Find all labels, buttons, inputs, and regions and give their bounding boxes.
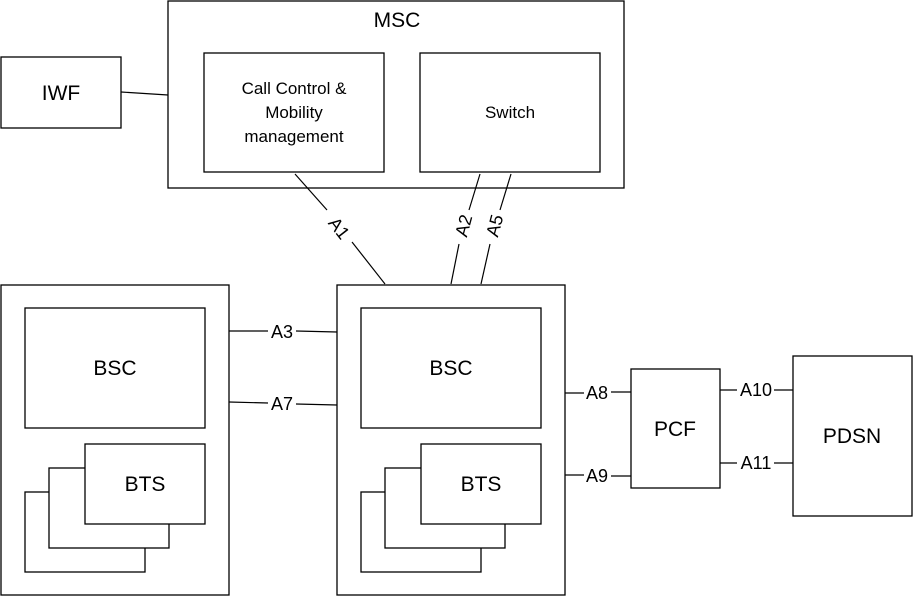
a5-label: A5 (482, 212, 507, 238)
center-bts-label: BTS (461, 473, 502, 496)
a5-link-upper (499, 173, 512, 211)
msc-node: MSC Call Control & Mobility management S… (167, 0, 625, 189)
call-control-label-line2: Mobility (265, 103, 323, 122)
a10-label: A10 (740, 380, 772, 400)
pcf-label: PCF (654, 418, 696, 441)
iwf-node: IWF (0, 56, 122, 129)
a1-link-upper (294, 173, 328, 211)
a2-label: A2 (451, 212, 476, 238)
a7-label: A7 (271, 394, 293, 414)
call-control-label-line1: Call Control & (242, 79, 348, 98)
a2-link-upper (468, 173, 481, 211)
call-control-label-line3: management (244, 127, 344, 146)
a7-link-right (295, 403, 338, 406)
left-bsc-label: BSC (93, 357, 136, 380)
pcf-node: PCF (630, 368, 721, 489)
iwf-msc-link (120, 91, 169, 96)
left-bts-box-front (84, 443, 206, 525)
a1-link-lower (351, 241, 386, 285)
a5-link-lower (480, 243, 491, 285)
a2-link-lower (450, 243, 460, 285)
a11-label: A11 (741, 453, 772, 473)
switch-label: Switch (485, 103, 535, 122)
center-bsc-label: BSC (429, 357, 472, 380)
iwf-box (0, 56, 122, 129)
switch-box (419, 52, 601, 173)
left-bts-label: BTS (125, 473, 166, 496)
call-control-box (203, 52, 385, 173)
a3-label: A3 (271, 322, 293, 342)
a1-label: A1 (324, 213, 353, 243)
center-bsc-box (360, 307, 542, 429)
a8-label: A8 (586, 383, 608, 403)
msc-title: MSC (374, 9, 421, 32)
iwf-label: IWF (42, 82, 80, 105)
left-bsc-box (24, 307, 206, 429)
pcf-box (630, 368, 721, 489)
pdsn-node: PDSN (792, 355, 913, 517)
pdsn-label: PDSN (823, 425, 881, 448)
a3-link-right (295, 330, 338, 333)
a9-label: A9 (586, 466, 608, 486)
left-base-station: BSC BTS (0, 284, 230, 596)
center-bts-box-front (420, 443, 542, 525)
pdsn-box (792, 355, 913, 517)
a7-link-left (228, 401, 269, 404)
center-base-station: BSC BTS (336, 284, 566, 596)
